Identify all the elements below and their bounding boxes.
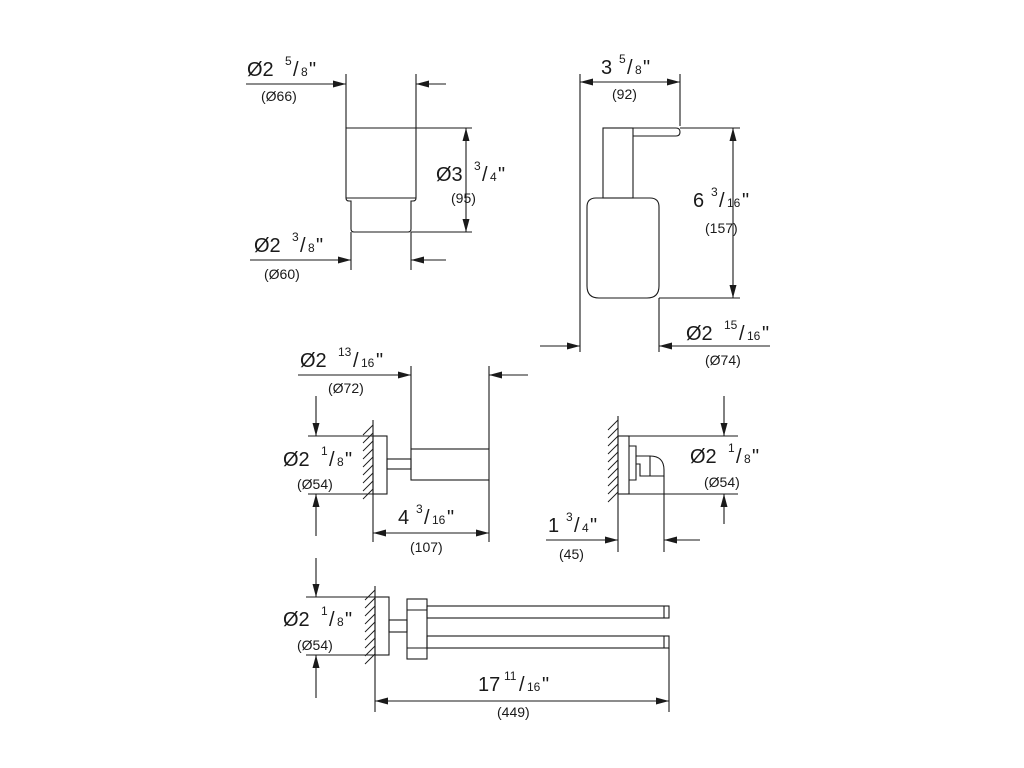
dimension-inch-denominator: 8	[337, 455, 344, 469]
dimension-mm-value: (92)	[612, 86, 637, 102]
dimension-fraction-slash: /	[293, 59, 299, 81]
dimension-inch-mark: "	[762, 323, 769, 345]
dimension-inch-mark: "	[376, 350, 383, 372]
dimension-inch-numerator: 1	[321, 444, 328, 458]
tumbler-drawing	[246, 74, 472, 270]
dimension-fraction-slash: /	[353, 350, 359, 372]
dimension-mm-value: (Ø60)	[264, 266, 300, 282]
dimension-inch-denominator: 4	[582, 521, 589, 535]
robe-hook-drawing	[546, 396, 738, 552]
dimension-mm-value: (107)	[410, 539, 443, 555]
dimension-inch-denominator: 8	[301, 65, 308, 79]
dimension-fraction-slash: /	[736, 446, 742, 468]
dimension-inch-whole: Ø2	[686, 323, 713, 345]
dimension-inch-whole: 1	[548, 515, 559, 537]
tumbler-height-label: Ø3 3 / 4 " (95)	[436, 159, 505, 206]
dimension-inch-mark: "	[643, 57, 650, 79]
dimension-fraction-slash: /	[329, 609, 335, 631]
dimension-inch-denominator: 8	[635, 63, 642, 77]
dimension-fraction-slash: /	[482, 164, 488, 186]
dimension-mm-value: (157)	[705, 220, 738, 236]
dimension-inch-mark: "	[542, 674, 549, 696]
dimension-inch-mark: "	[447, 507, 454, 529]
soap-dispenser-drawing	[540, 74, 770, 352]
towel-bar-drawing	[306, 558, 670, 712]
dimension-mm-value: (Ø54)	[297, 476, 333, 492]
dimension-fraction-slash: /	[424, 507, 430, 529]
dimension-mm-value: (Ø66)	[261, 88, 297, 104]
dimension-inch-mark: "	[742, 190, 749, 212]
dimension-inch-whole: Ø2	[283, 609, 310, 631]
dimension-inch-whole: 4	[398, 507, 409, 529]
dimension-inch-numerator: 3	[416, 502, 423, 516]
dispenser-height-label: 6 3 / 16 " (157)	[693, 185, 749, 236]
dimension-inch-numerator: 5	[619, 52, 626, 66]
dimension-mm-value: (Ø74)	[705, 352, 741, 368]
dimension-mm-value: (45)	[559, 546, 584, 562]
dimension-inch-whole: 6	[693, 190, 704, 212]
dimension-inch-mark: "	[345, 609, 352, 631]
dimension-fraction-slash: /	[329, 449, 335, 471]
dimension-inch-numerator: 5	[285, 54, 292, 68]
dimension-fraction-slash: /	[300, 235, 306, 257]
dimension-inch-whole: Ø2	[690, 446, 717, 468]
dimension-inch-mark: "	[752, 446, 759, 468]
dimension-inch-whole: Ø3	[436, 164, 463, 186]
dispenser-width-label: 3 5 / 8 " (92)	[601, 52, 650, 102]
dimension-inch-whole: 17	[478, 674, 500, 696]
dimension-inch-denominator: 16	[432, 513, 446, 527]
towel-bar-rosette-label: Ø2 1 / 8 " (Ø54)	[283, 604, 352, 653]
dimension-inch-whole: Ø2	[254, 235, 281, 257]
dimension-inch-denominator: 16	[361, 356, 375, 370]
dimension-inch-whole: Ø2	[247, 59, 274, 81]
dimension-inch-denominator: 8	[337, 615, 344, 629]
dimension-inch-denominator: 4	[490, 170, 497, 184]
dimension-fraction-slash: /	[519, 674, 525, 696]
dimension-mm-value: (Ø54)	[297, 637, 333, 653]
dimension-fraction-slash: /	[739, 323, 745, 345]
dimension-inch-numerator: 3	[566, 510, 573, 524]
dimension-inch-numerator: 3	[711, 185, 718, 199]
dimension-inch-mark: "	[316, 235, 323, 257]
dimension-inch-numerator: 1	[728, 441, 735, 455]
hook-rosette-label: Ø2 1 / 8 " (Ø54)	[690, 441, 759, 490]
dimension-fraction-slash: /	[574, 515, 580, 537]
tumbler-holder-drawing	[298, 366, 528, 542]
dimension-mm-value: (Ø54)	[704, 474, 740, 490]
dimension-inch-numerator: 3	[474, 159, 481, 173]
dimension-inch-mark: "	[590, 515, 597, 537]
dimension-inch-numerator: 11	[504, 669, 517, 683]
dimension-inch-mark: "	[345, 449, 352, 471]
hook-projection-label: 1 3 / 4 " (45)	[548, 510, 597, 562]
dimension-inch-numerator: 3	[292, 230, 299, 244]
dimension-inch-mark: "	[498, 164, 505, 186]
dimension-inch-whole: Ø2	[283, 449, 310, 471]
dimension-inch-denominator: 16	[727, 196, 741, 210]
dispenser-diameter-label: Ø2 15 / 16 " (Ø74)	[686, 318, 769, 368]
dimension-fraction-slash: /	[627, 57, 633, 79]
dimension-inch-mark: "	[309, 59, 316, 81]
holder-projection-label: 4 3 / 16 " (107)	[398, 502, 454, 555]
dimension-inch-numerator: 13	[338, 345, 352, 359]
tumbler-bottom-diameter-label: Ø2 3 / 8 " (Ø60)	[254, 230, 323, 282]
dimension-inch-numerator: 15	[724, 318, 738, 332]
tumbler-top-diameter-label: Ø2 5 / 8 " (Ø66)	[247, 54, 316, 104]
dimension-mm-value: (95)	[451, 190, 476, 206]
dimension-fraction-slash: /	[719, 190, 725, 212]
dimension-inch-numerator: 1	[321, 604, 328, 618]
holder-rosette-label: Ø2 1 / 8 " (Ø54)	[283, 444, 352, 492]
dimension-inch-whole: 3	[601, 57, 612, 79]
dimension-mm-value: (449)	[497, 704, 530, 720]
dimension-inch-denominator: 16	[527, 680, 541, 694]
dimension-inch-whole: Ø2	[300, 350, 327, 372]
holder-diameter-label: Ø2 13 / 16 " (Ø72)	[300, 345, 383, 396]
dimension-mm-value: (Ø72)	[328, 380, 364, 396]
dimension-inch-denominator: 8	[744, 452, 751, 466]
dimension-inch-denominator: 16	[747, 329, 761, 343]
towel-bar-length-label: 17 11 / 16 " (449)	[478, 669, 549, 720]
dimension-inch-denominator: 8	[308, 241, 315, 255]
